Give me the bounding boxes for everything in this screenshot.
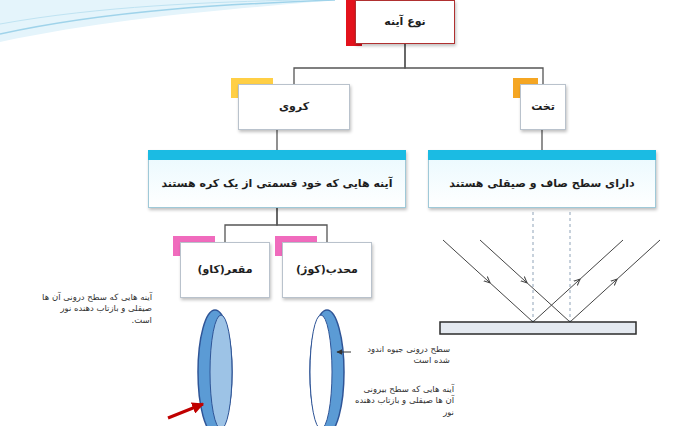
tree-connector (225, 208, 277, 242)
pointer-arrow (168, 404, 203, 418)
reflected-ray (525, 281, 615, 322)
plane-mirror-figure (440, 212, 660, 334)
incident-ray (480, 240, 525, 281)
node-text: محدب(کوژ) (296, 263, 358, 277)
note-text: آینه هایی که سطح درونی آن ها صیقلی و باز… (38, 292, 152, 326)
normal-line (533, 212, 534, 322)
subtype-box: مقعر(کاو) (180, 242, 270, 298)
tree-connector (541, 130, 542, 150)
subtype-box: محدب(کوژ) (282, 242, 372, 298)
node-text: دارای سطح صاف و صیقلی هستند (449, 177, 634, 191)
normal-line (570, 212, 571, 322)
convex-mirror-figure (310, 310, 351, 426)
note-text: آینه هایی که سطح بیرونی آن ها صیقلی و با… (354, 384, 454, 418)
node-text: نوع آینه (384, 15, 425, 29)
node-text: آینه هایی که خود قسمتی از یک کره هستند (161, 177, 392, 191)
leader-label: سطح درونی جیوه اندود شده است (354, 344, 450, 367)
incident-ray (443, 240, 488, 281)
leader-line (337, 352, 351, 353)
definition-box: آینه هایی که خود قسمتی از یک کره هستند (148, 150, 406, 208)
color-strip (428, 150, 656, 160)
concave-mirror-figure (168, 310, 232, 426)
tree-connector (294, 44, 405, 84)
category-box: تخت (520, 84, 566, 130)
reflected-ray (615, 240, 660, 281)
node-text: کروی (279, 100, 309, 114)
definition-box: دارای سطح صاف و صیقلی هستند (428, 150, 656, 208)
node-text: مقعر(کاو) (197, 263, 252, 277)
plane-mirror (440, 322, 636, 334)
header-swoosh (0, 0, 335, 42)
category-box: کروی (238, 84, 350, 130)
node-text: تخت (531, 100, 555, 114)
root-box: نوع آینه (355, 0, 455, 44)
reflected-ray (488, 281, 578, 322)
color-strip (148, 150, 406, 160)
reflected-ray (578, 240, 623, 281)
tree-connector (276, 130, 277, 150)
